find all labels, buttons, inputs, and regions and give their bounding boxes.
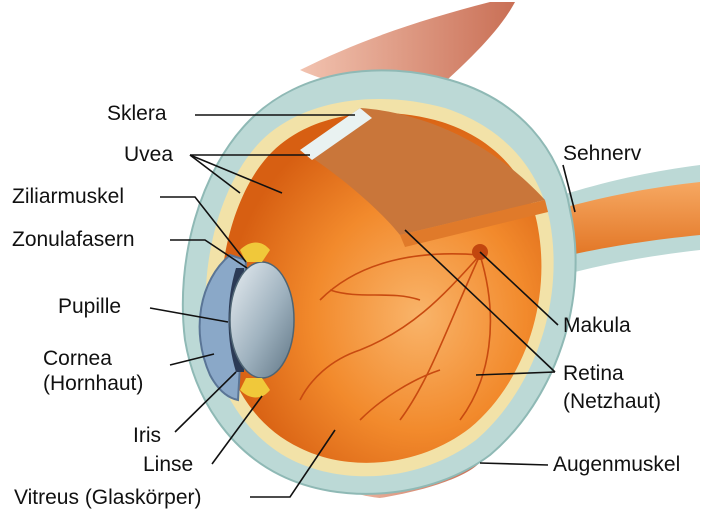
label-cornea: Cornea — [43, 347, 112, 371]
label-augenmuskel: Augenmuskel — [553, 453, 680, 477]
label-sehnerv: Sehnerv — [563, 142, 641, 166]
label-iris: Iris — [133, 424, 161, 448]
label-makula: Makula — [563, 314, 631, 338]
label-vitreus: Vitreus (Glaskörper) — [14, 486, 202, 510]
lens-shape — [230, 262, 294, 378]
label-retina: Retina — [563, 362, 624, 386]
label-retina-de: (Netzhaut) — [563, 390, 661, 414]
label-uvea: Uvea — [124, 143, 173, 167]
label-pupille: Pupille — [58, 295, 121, 319]
label-sklera: Sklera — [107, 102, 167, 126]
label-cornea-de: (Hornhaut) — [43, 372, 143, 396]
label-zonulafasern: Zonulafasern — [12, 228, 135, 252]
label-ziliarmuskel: Ziliarmuskel — [12, 185, 124, 209]
label-linse: Linse — [143, 453, 193, 477]
